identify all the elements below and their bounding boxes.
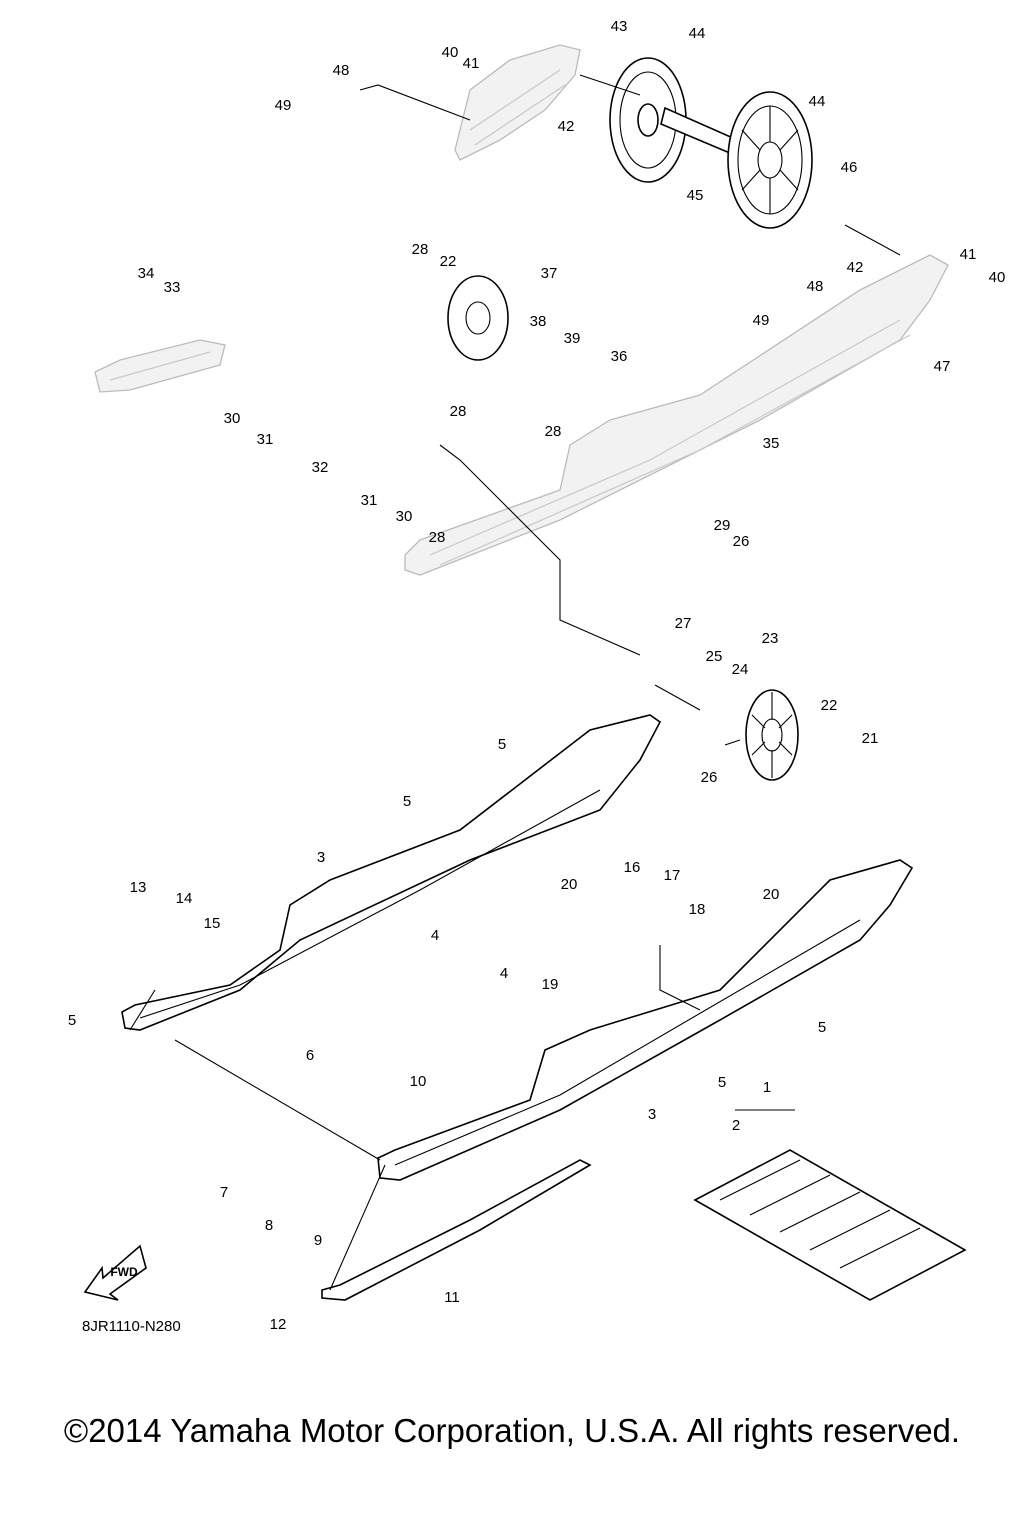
callout-36: 36 [611, 348, 628, 365]
callout-28-a: 28 [412, 241, 429, 258]
callout-8: 8 [265, 1217, 273, 1234]
callout-5-e: 5 [718, 1074, 726, 1091]
callout-31-a: 31 [257, 431, 274, 448]
callout-26-lower: 26 [701, 769, 718, 786]
callout-1: 1 [763, 1079, 771, 1096]
callout-49-lower: 49 [753, 312, 770, 329]
callout-47: 47 [934, 358, 951, 375]
callout-5-d: 5 [818, 1019, 826, 1036]
callout-31-b: 31 [361, 492, 378, 509]
callout-35: 35 [763, 435, 780, 452]
callout-14: 14 [176, 890, 193, 907]
callout-9: 9 [314, 1232, 322, 1249]
callout-5-b: 5 [403, 793, 411, 810]
callout-38: 38 [530, 313, 547, 330]
callout-22-upper: 22 [440, 253, 457, 270]
callout-33: 33 [164, 279, 181, 296]
mid-rail-ghost-left [94, 339, 226, 393]
leader-lines [129, 74, 901, 1291]
callout-17: 17 [664, 867, 681, 884]
callout-2: 2 [732, 1117, 740, 1134]
callout-12: 12 [270, 1316, 287, 1333]
callout-3-right: 3 [648, 1106, 656, 1123]
callout-40-lower: 40 [989, 269, 1006, 286]
callout-39: 39 [564, 330, 581, 347]
callout-34: 34 [138, 265, 155, 282]
callout-28-d: 28 [429, 529, 446, 546]
callout-24: 24 [732, 661, 749, 678]
callout-labels: 1 2 3 3 4 4 5 5 5 5 5 6 7 8 9 10 11 12 1… [68, 18, 1006, 1333]
callout-40-upper: 40 [442, 44, 459, 61]
callout-46: 46 [841, 159, 858, 176]
callout-10: 10 [410, 1073, 427, 1090]
callout-42-lower: 42 [847, 259, 864, 276]
callout-42-upper: 42 [558, 118, 575, 135]
slide-rail-right [377, 859, 914, 1181]
callout-13: 13 [130, 879, 147, 896]
callout-6: 6 [306, 1047, 314, 1064]
callout-37: 37 [541, 265, 558, 282]
rear-rail-ghost-upper [454, 44, 581, 161]
fwd-label: FWD [110, 1265, 138, 1279]
idler-wheel-lower [745, 689, 799, 781]
callout-44-lower: 44 [809, 93, 826, 110]
callout-48-upper: 48 [333, 62, 350, 79]
callout-43: 43 [611, 18, 628, 35]
callout-20-b: 20 [763, 886, 780, 903]
copyright-notice: ©2014 Yamaha Motor Corporation, U.S.A. A… [63, 1412, 961, 1449]
callout-22-lower: 22 [821, 697, 838, 714]
callout-29: 29 [714, 517, 731, 534]
callout-5-c: 5 [68, 1012, 76, 1029]
callout-41-upper: 41 [463, 55, 480, 72]
callout-25: 25 [706, 648, 723, 665]
callout-11: 11 [444, 1289, 460, 1306]
callout-18: 18 [689, 901, 706, 918]
callout-23: 23 [762, 630, 779, 647]
callout-5-a: 5 [498, 736, 506, 753]
callout-41-lower: 41 [960, 246, 977, 263]
idler-wheel-upper [447, 275, 509, 361]
callout-20-a: 20 [561, 876, 578, 893]
callout-32: 32 [312, 459, 329, 476]
callout-30-a: 30 [224, 410, 241, 427]
callout-7: 7 [220, 1184, 228, 1201]
callout-4-b: 4 [500, 965, 508, 982]
callout-28-c: 28 [545, 423, 562, 440]
callout-15: 15 [204, 915, 221, 932]
track-belt [693, 1149, 967, 1301]
callout-30-b: 30 [396, 508, 413, 525]
callout-28-b: 28 [450, 403, 467, 420]
callout-21: 21 [862, 730, 879, 747]
callout-4-a: 4 [431, 927, 439, 944]
fwd-arrow: FWD [83, 1244, 147, 1301]
callout-3-left: 3 [317, 849, 325, 866]
callout-48-lower: 48 [807, 278, 824, 295]
rear-wheel-right [727, 91, 813, 229]
diagram-code: 8JR1110-N280 [82, 1318, 181, 1335]
callout-27: 27 [675, 615, 692, 632]
callout-26-upper: 26 [733, 533, 750, 550]
callout-45: 45 [687, 187, 704, 204]
callout-44-upper: 44 [689, 25, 706, 42]
slide-runner [321, 1159, 592, 1301]
callout-19: 19 [542, 976, 559, 993]
callout-16: 16 [624, 859, 641, 876]
slide-rail-left [121, 714, 662, 1031]
callout-49-upper: 49 [275, 97, 292, 114]
